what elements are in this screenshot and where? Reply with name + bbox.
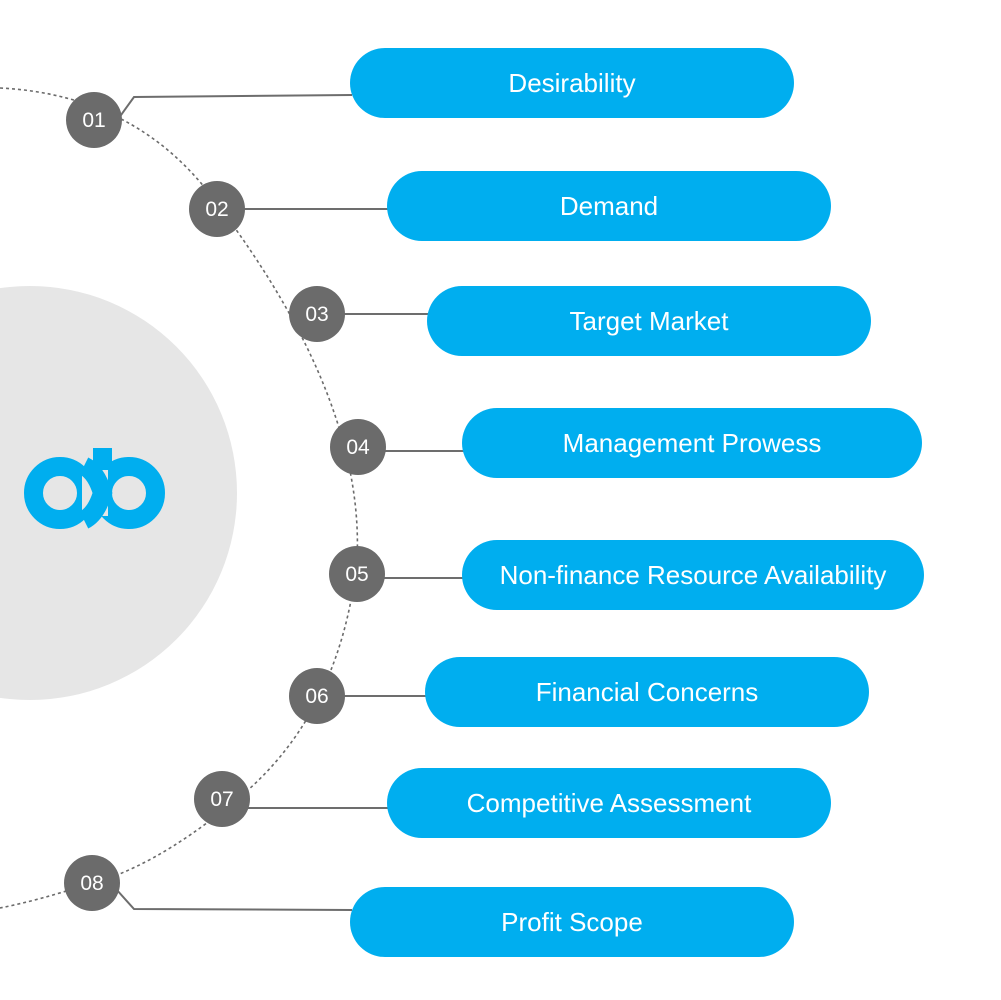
step-label: Target Market <box>569 305 729 336</box>
step-number-03: 03 <box>289 286 345 342</box>
step-label: Management Prowess <box>562 427 822 458</box>
step-label: Financial Concerns <box>535 676 759 707</box>
step-pill-competitive-assessment: Competitive Assessment <box>387 768 831 838</box>
step-number-06: 06 <box>289 668 345 724</box>
step-pill-demand: Demand <box>387 171 831 241</box>
step-pill-profit-scope: Profit Scope <box>350 887 794 957</box>
connector-01 <box>115 94 353 123</box>
svg-text:06: 06 <box>305 685 328 708</box>
svg-text:01: 01 <box>82 109 105 132</box>
step-label: Demand <box>559 190 659 221</box>
svg-text:08: 08 <box>80 872 103 895</box>
svg-text:04: 04 <box>346 436 370 459</box>
step-pill-management-prowess: Management Prowess <box>462 408 922 478</box>
step-number-02: 02 <box>189 181 245 237</box>
svg-text:03: 03 <box>305 303 328 326</box>
cb-logo <box>24 448 165 529</box>
step-pill-target-market: Target Market <box>427 286 871 356</box>
step-pill-financial-concerns: Financial Concerns <box>425 657 869 727</box>
svg-text:02: 02 <box>205 198 228 221</box>
step-label: Non-finance Resource Availability <box>499 559 887 590</box>
step-label: Profit Scope <box>501 906 643 937</box>
step-pill-non-finance-resource-availability: Non-finance Resource Availability <box>462 540 924 610</box>
step-label: Desirability <box>508 67 636 98</box>
step-number-04: 04 <box>330 419 386 475</box>
step-number-07: 07 <box>194 771 250 827</box>
step-number-05: 05 <box>329 546 385 602</box>
svg-text:07: 07 <box>210 788 233 811</box>
connector-08 <box>115 888 353 911</box>
step-number-08: 08 <box>64 855 120 911</box>
svg-text:05: 05 <box>345 563 368 586</box>
step-number-01: 01 <box>66 92 122 148</box>
step-label: Competitive Assessment <box>466 787 752 818</box>
step-pill-desirability: Desirability <box>350 48 794 118</box>
hub-circle <box>0 286 237 700</box>
